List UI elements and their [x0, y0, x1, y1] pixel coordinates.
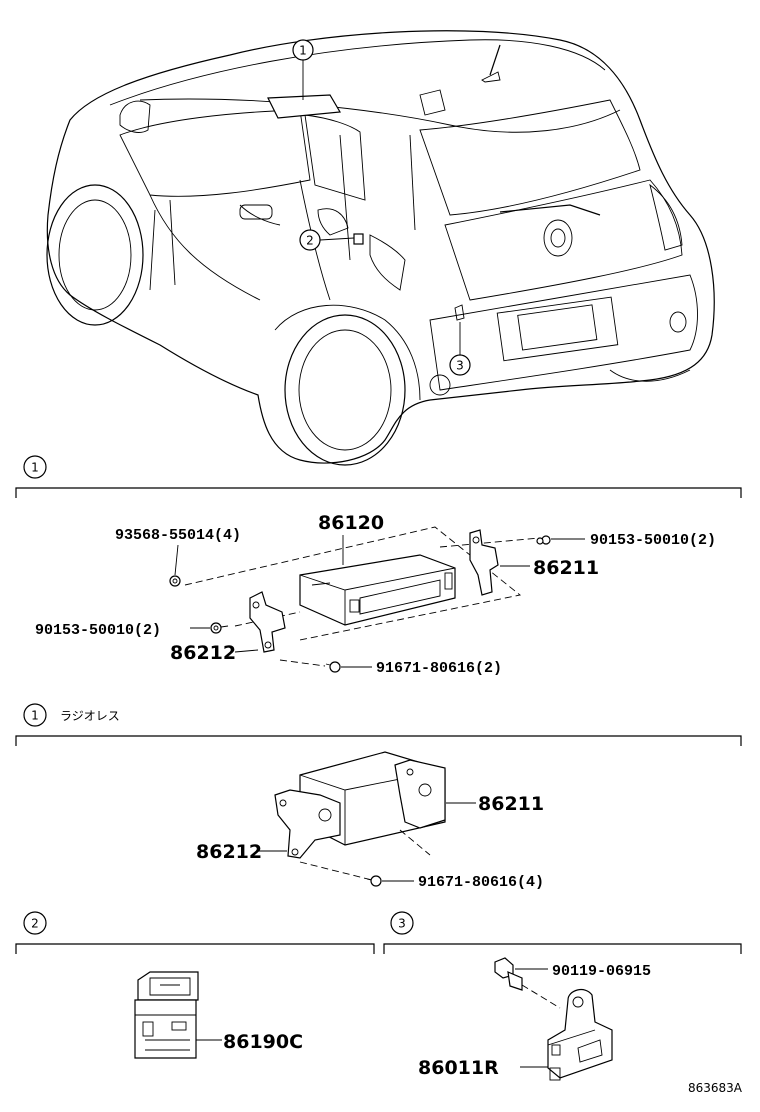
- screw-icon: [325, 661, 341, 673]
- label-86211: 86211: [533, 557, 599, 579]
- sensor-86011r: [547, 988, 613, 1081]
- section-3: 3 90119-06915 86011R: [383, 911, 742, 1081]
- label-91671-80616: 91671-80616(2): [376, 660, 502, 677]
- label-86212-radioless: 86212: [196, 841, 262, 863]
- section-2: 2 86190C: [15, 911, 375, 1059]
- radio-unit-86120: [299, 554, 456, 626]
- label-90119-06915: 90119-06915: [552, 963, 651, 980]
- callout-2-label: 2: [306, 234, 314, 248]
- label-86212: 86212: [170, 642, 236, 664]
- label-90153-50010-right: 90153-50010(2): [590, 532, 716, 549]
- section-1b-title: ラジオレス: [60, 709, 120, 723]
- section-1-index: 1: [31, 461, 39, 475]
- screw-icon: [366, 875, 382, 887]
- screw-icon: [210, 622, 229, 634]
- section-2-index: 2: [31, 917, 39, 931]
- section-1: 1: [15, 455, 742, 677]
- callout-1-label: 1: [299, 44, 307, 58]
- section-1b-index: 1: [31, 709, 39, 723]
- label-86211-radioless: 86211: [478, 793, 544, 815]
- label-90153-50010-left: 90153-50010(2): [35, 622, 161, 639]
- label-93568-55014: 93568-55014(4): [115, 527, 241, 544]
- callout-3-label: 3: [456, 359, 464, 373]
- screw-icon: [536, 535, 551, 545]
- section-1-radioless: 1 ラジオレス 86211 86212 91671-80616(4): [15, 703, 742, 891]
- car-illustration: [46, 30, 715, 466]
- label-86120: 86120: [318, 512, 384, 534]
- callout-3: 3: [449, 322, 471, 376]
- figure-code: 863683A: [688, 1081, 743, 1095]
- label-86011r: 86011R: [418, 1057, 499, 1079]
- label-86190c: 86190C: [223, 1031, 303, 1053]
- screw-icon: [169, 575, 181, 587]
- label-91671-80616-radioless: 91671-80616(4): [418, 874, 544, 891]
- section-3-index: 3: [398, 917, 406, 931]
- bolt-icon: [494, 957, 523, 991]
- callout-2: 2: [299, 229, 355, 251]
- callout-1: 1: [292, 39, 314, 100]
- switch-86190c: [134, 971, 199, 1059]
